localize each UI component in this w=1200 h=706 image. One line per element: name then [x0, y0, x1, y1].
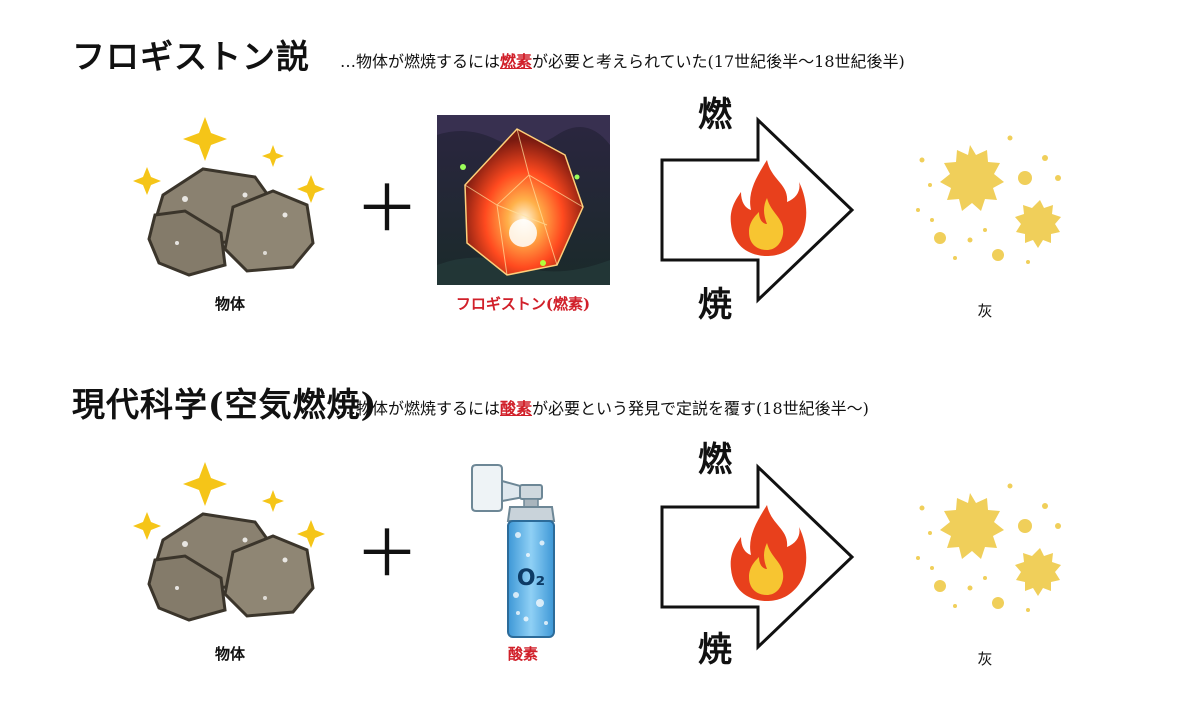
ash-icon [916, 135, 1061, 264]
object-label: 物体 [214, 645, 245, 663]
section-subtitle: …物体が燃焼するには燃素が必要と考えられていた(17世紀後半〜18世紀後半) [340, 52, 905, 71]
crystal-icon [437, 115, 610, 285]
highlight-keyword: 酸素 [500, 399, 533, 418]
highlight-keyword: 燃素 [500, 52, 533, 71]
sparkle-icon [133, 462, 325, 548]
ash-icon [916, 483, 1061, 612]
section-title: 現代科学(空気燃焼) [72, 385, 378, 424]
object-label: 物体 [214, 295, 245, 313]
arrow-bottom-char: 焼 [698, 285, 732, 325]
rock-icon [133, 462, 325, 622]
agent-label: 酸素 [507, 645, 538, 663]
arrow-bottom-char: 焼 [698, 630, 732, 670]
can-label: O₂ [517, 566, 545, 591]
plus-sign: ＋ [355, 518, 419, 592]
result-label: 灰 [977, 302, 993, 320]
section-subtitle: …物体が燃焼するには酸素が必要という発見で定説を覆す(18世紀後半〜) [340, 399, 869, 418]
rock-icon [133, 117, 325, 277]
sparkle-icon [133, 117, 325, 203]
plus-sign: ＋ [355, 173, 419, 247]
result-label: 灰 [977, 650, 993, 668]
arrow-top-char: 燃 [698, 95, 732, 135]
fire-icon [730, 160, 807, 256]
oxygen-can-icon: O₂ [471, 464, 556, 638]
agent-label: フロギストン(燃素) [455, 295, 591, 313]
arrow-top-char: 燃 [698, 440, 732, 480]
section-title: フロギストン説 [72, 37, 310, 76]
fire-icon [730, 505, 807, 601]
